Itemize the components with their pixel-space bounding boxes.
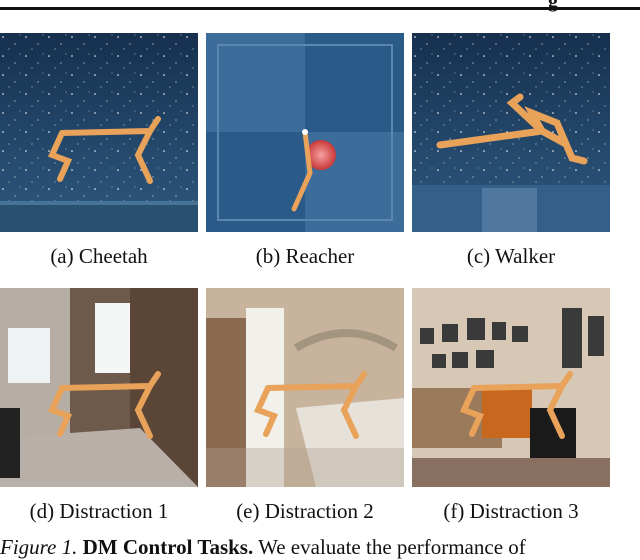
- distraction-1-image: [0, 288, 198, 487]
- panel-label-b: (b) Reacher: [255, 244, 355, 268]
- panel-label-c: (c) Walker: [466, 244, 556, 268]
- caption-figure-number: Figure 1.: [0, 535, 78, 559]
- caption-title: DM Control Tasks.: [82, 535, 254, 559]
- panel-label-d: (d) Distraction 1: [29, 499, 169, 523]
- panel-label-a: (a) Cheetah: [50, 244, 148, 268]
- panel-label-f: (f) Distraction 3: [443, 499, 579, 523]
- walker-image: [412, 33, 610, 232]
- distraction-2-image: [206, 288, 404, 487]
- distraction-3-image: [412, 288, 610, 487]
- header-rule: [0, 7, 640, 10]
- panel-label-e: (e) Distraction 2: [236, 499, 374, 523]
- cheetah-image: [0, 33, 198, 232]
- figure-caption: Figure 1. DM Control Tasks. We evaluate …: [0, 535, 526, 560]
- reacher-image: [206, 33, 404, 232]
- running-header-fragment: g: [548, 0, 558, 12]
- caption-text: We evaluate the performance of: [258, 535, 526, 559]
